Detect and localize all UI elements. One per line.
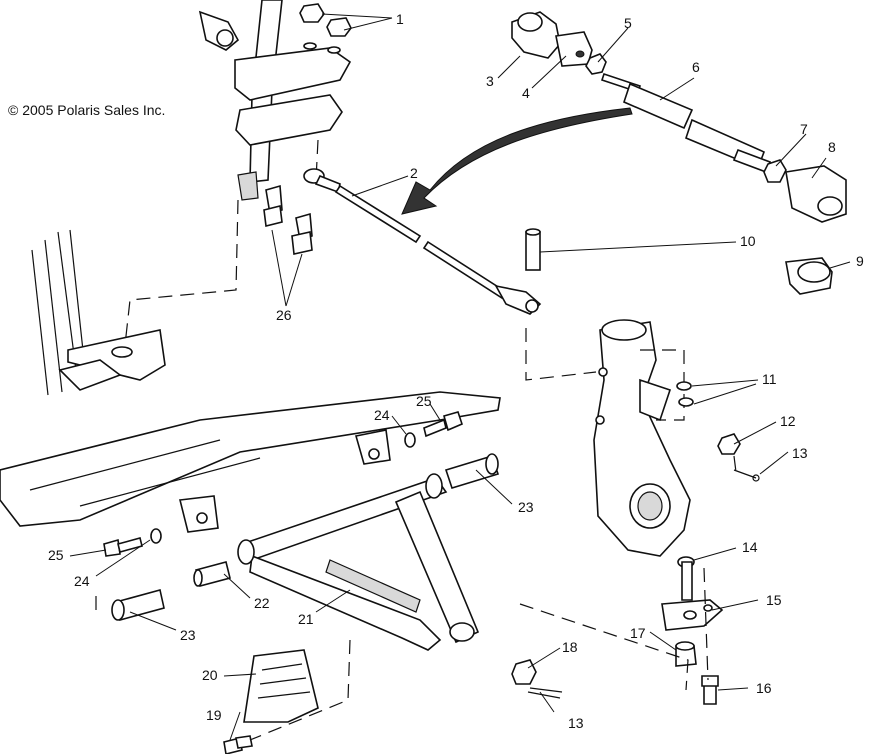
callout-labels: 1 2 3 4 5 6 7 8 9 10 11 12 13 13 14 15 1… (48, 11, 864, 731)
callout-17: 17 (630, 625, 646, 641)
leader-lines (69, 13, 851, 741)
callout-25-upper: 25 (416, 393, 432, 409)
cotter-pin-13b (527, 687, 563, 699)
callout-10: 10 (740, 233, 756, 249)
callout-12: 12 (780, 413, 796, 429)
bolt-16 (701, 675, 719, 705)
bumper-17 (675, 641, 697, 667)
callout-13-lower: 13 (568, 715, 584, 731)
callout-15: 15 (766, 592, 782, 608)
bolt-25-upper (423, 411, 463, 438)
callout-18: 18 (562, 639, 578, 655)
callout-2: 2 (410, 165, 418, 181)
bolt-25-lower (103, 537, 143, 557)
callout-6: 6 (692, 59, 700, 75)
callout-11: 11 (762, 371, 777, 387)
tie-rod-2 (303, 168, 542, 315)
callout-26: 26 (276, 307, 292, 323)
steering-post-assembly (198, 0, 352, 201)
bolt-set-26 (263, 184, 313, 255)
washer-24-lower (150, 528, 162, 544)
callout-25-lower: 25 (48, 547, 64, 563)
adjuster-sleeve-6 (600, 72, 772, 174)
callout-1: 1 (396, 11, 404, 27)
a-arm-21 (237, 473, 480, 651)
bushing-22 (193, 561, 231, 587)
callout-9: 9 (856, 253, 864, 269)
frame-bracket (31, 229, 166, 396)
callout-20: 20 (202, 667, 218, 683)
guard-20 (243, 649, 319, 723)
pin-10 (525, 228, 541, 271)
nut-12 (717, 433, 741, 455)
callout-14: 14 (742, 539, 758, 555)
nut-set-1 (299, 3, 352, 54)
bushing-23-lower (111, 589, 165, 621)
callout-22: 22 (254, 595, 270, 611)
callout-21: 21 (298, 611, 314, 627)
tie-rod-end-inner-8 (785, 165, 847, 223)
callout-13-upper: 13 (792, 445, 808, 461)
bracket-24-upper (354, 429, 391, 465)
jam-nut-7 (763, 159, 787, 183)
boot-9 (785, 257, 833, 295)
callout-5: 5 (624, 15, 632, 31)
tie-rod-end-outer (511, 11, 593, 67)
bracket-24-lower (179, 495, 219, 533)
nut-18 (511, 659, 537, 685)
bolt-19 (223, 735, 253, 754)
callout-23-upper: 23 (518, 499, 534, 515)
washer-24-upper (404, 432, 416, 448)
callout-24-upper: 24 (374, 407, 390, 423)
callout-7: 7 (800, 121, 808, 137)
callout-24-lower: 24 (74, 573, 90, 589)
callout-19: 19 (206, 707, 222, 723)
callout-16: 16 (756, 680, 772, 696)
plate-15 (661, 599, 724, 631)
callout-23-lower: 23 (180, 627, 196, 643)
bushing-23-upper (444, 453, 500, 489)
direction-arrow (401, 107, 633, 215)
callout-8: 8 (828, 139, 836, 155)
callout-4: 4 (522, 85, 530, 101)
spindle (593, 319, 691, 557)
cotter-pin-13a (733, 469, 760, 482)
washers-11 (676, 381, 694, 407)
callout-3: 3 (486, 73, 494, 89)
bolt-14 (677, 556, 695, 601)
copyright-text: © 2005 Polaris Sales Inc. (8, 102, 165, 118)
